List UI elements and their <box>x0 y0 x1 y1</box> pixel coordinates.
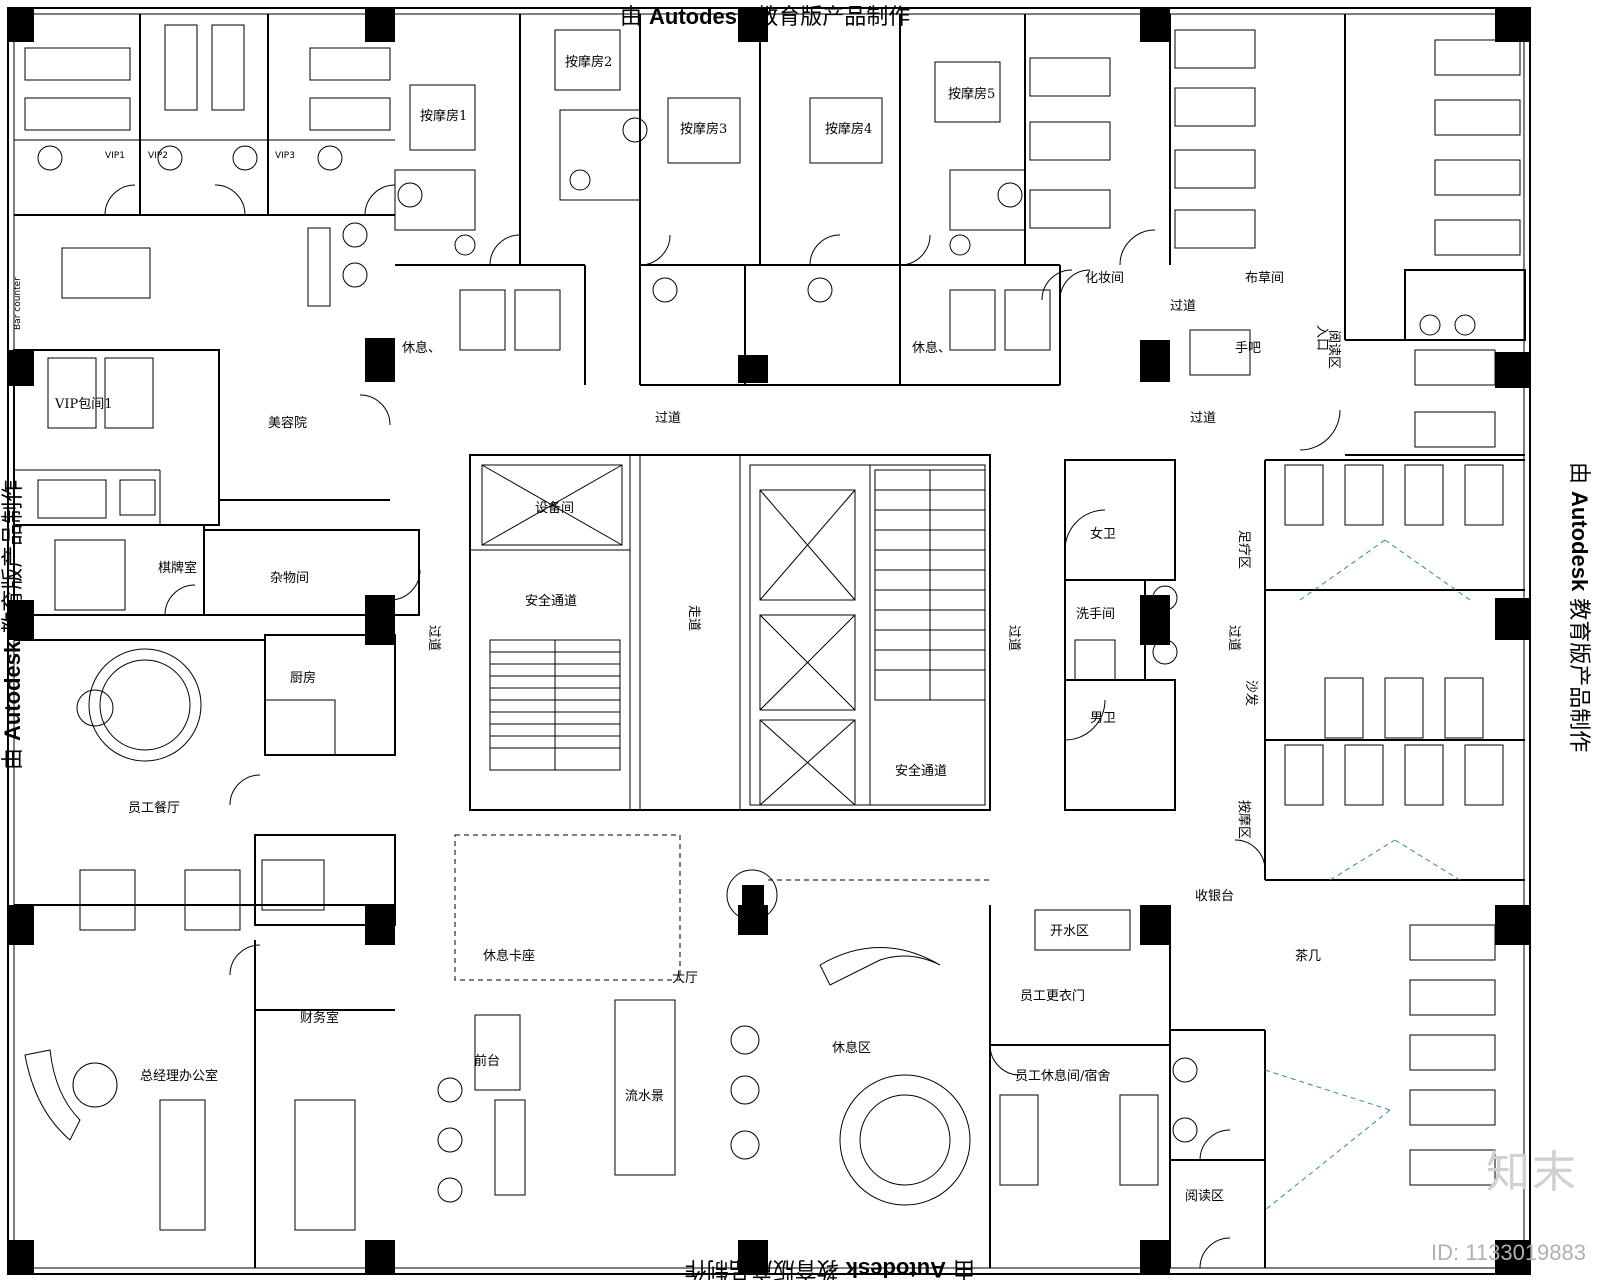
rest-sofas <box>459 289 1251 1186</box>
zone-diagonals <box>1264 539 1471 1211</box>
label-dressing: 化妆间 <box>1085 271 1124 286</box>
label-rest2: 休息、 <box>912 340 951 356</box>
label-reception: 前台 <box>474 1053 500 1069</box>
doors <box>104 184 1341 1269</box>
label-rest-area: 休息区 <box>832 1040 871 1056</box>
label-safety-exit2: 安全通道 <box>895 763 947 779</box>
label-massage2: 按摩房2 <box>565 54 612 70</box>
elevators <box>481 464 856 806</box>
label-staff-locker: 员工更衣门 <box>1020 988 1085 1004</box>
label-wash: 洗手间 <box>1076 607 1115 622</box>
label-linen: 布草间 <box>1245 271 1284 286</box>
label-rest1: 休息、 <box>402 340 441 356</box>
label-chess: 棋牌室 <box>158 560 197 576</box>
label-hallway-1: 过道 <box>655 411 681 426</box>
label-kitchen: 厨房 <box>290 670 316 686</box>
label-sofa: 沙发 <box>1243 680 1259 706</box>
massage-beds <box>24 24 1521 1186</box>
label-staff-rest: 员工休息间/宿舍 <box>1015 1068 1110 1084</box>
label-finance: 财务室 <box>300 1010 339 1026</box>
label-vip-room1: VIP包间1 <box>54 397 113 412</box>
stairs-2 <box>874 469 986 701</box>
partition-walls <box>13 14 1526 1268</box>
room-labels: VIP1 VIP2 VIP3 Bar counter 按摩房1 按摩房2 按摩房… <box>13 54 1341 1204</box>
tables <box>54 539 1116 1231</box>
image-id: ID: 1133019883 <box>1431 1240 1586 1265</box>
label-waterbar: 手吧 <box>1235 341 1261 356</box>
label-lounge-seat: 休息卡座 <box>483 948 535 964</box>
label-hallway-2: 过道 <box>1190 411 1216 426</box>
label-gm-office: 总经理办公室 <box>140 1068 218 1084</box>
label-female-wc: 女卫 <box>1090 526 1116 542</box>
label-safety-exit1: 安全通道 <box>525 593 577 609</box>
label-massage4: 按摩房4 <box>825 121 872 137</box>
watermark-bottom: 由 Autodesk 教育版产品制作 <box>685 1256 975 1280</box>
label-massage3: 按摩房3 <box>680 121 727 137</box>
hall-outline <box>454 834 990 1176</box>
label-bar: Bar counter <box>13 277 23 330</box>
label-corridor: 走道 <box>686 605 701 631</box>
label-counter: 收银台 <box>1195 889 1234 904</box>
label-foot-room: 足疗区 <box>1236 530 1251 569</box>
round-dining-table <box>76 648 202 762</box>
watermark-left: 由 Autodesk 教育版产品制作 <box>0 480 26 770</box>
outer-wall <box>7 7 1531 1275</box>
label-hallway-4: 过道 <box>426 625 441 651</box>
watermark-top: 由 Autodesk 教育版产品制作 <box>620 4 910 30</box>
label-massage-area: 按摩区 <box>1236 800 1252 839</box>
label-beauty: 美容院 <box>268 415 307 431</box>
label-vip3: VIP3 <box>275 151 295 161</box>
label-massage5: 按摩房5 <box>948 86 995 102</box>
lounge-seating <box>24 947 971 1206</box>
label-hall: 大厅 <box>672 971 698 986</box>
label-hallway-6: 过道 <box>1226 625 1241 651</box>
label-tea: 茶几 <box>1295 948 1321 964</box>
site-logo: 知末 <box>1486 1147 1578 1198</box>
label-staff-dining: 员工餐厅 <box>128 800 180 816</box>
label-vip2: VIP2 <box>148 151 168 161</box>
label-male-wc: 男卫 <box>1090 711 1116 726</box>
label-entrance: 入口 <box>1314 325 1329 351</box>
label-massage1: 按摩房1 <box>420 108 467 124</box>
fixtures <box>37 117 1476 1143</box>
label-reading: 阅读区 <box>1185 1189 1224 1204</box>
stairs-1 <box>489 639 621 771</box>
label-boiler: 开水区 <box>1050 924 1089 939</box>
label-hallway-3: 过道 <box>1170 299 1196 314</box>
label-vip1: VIP1 <box>105 151 125 161</box>
label-reading2: 阅读区 <box>1326 330 1341 369</box>
label-storage: 杂物间 <box>270 571 309 586</box>
label-hallway-5: 过道 <box>1006 625 1021 651</box>
label-water-feature: 流水景 <box>625 1089 664 1104</box>
watermark-right: 由 Autodesk 教育版产品制作 <box>1566 462 1592 752</box>
label-equipment: 设备间 <box>535 500 574 516</box>
